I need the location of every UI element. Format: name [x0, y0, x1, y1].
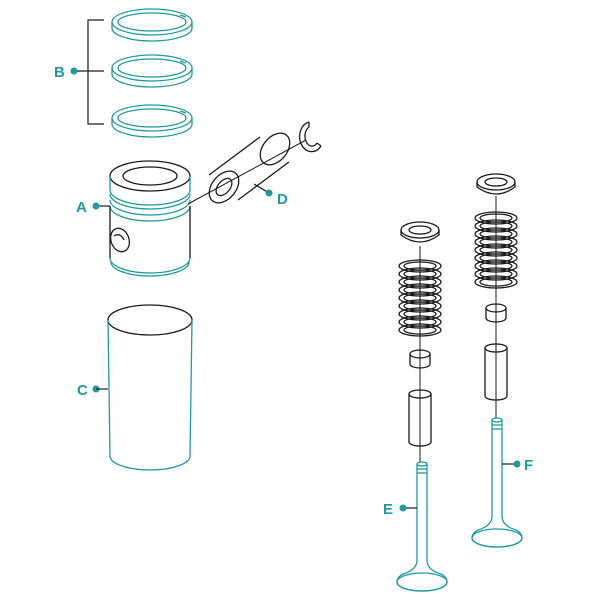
piston-ring-top	[111, 8, 193, 42]
label-b: B	[54, 64, 65, 81]
valve-spring-f	[474, 211, 518, 289]
spring-coil	[398, 299, 442, 313]
label-f: F	[524, 457, 533, 474]
spring-coil	[474, 267, 518, 281]
label-e: E	[383, 501, 393, 518]
spring-coil	[474, 219, 518, 233]
spring-coil	[398, 307, 442, 321]
spring-coil	[474, 275, 518, 289]
spring-retainer-f	[476, 173, 516, 195]
label-f-dot	[513, 460, 521, 468]
spring-coil-inner	[479, 277, 513, 287]
spring-coil	[474, 211, 518, 225]
label-a: A	[76, 199, 87, 216]
label-e-dot	[399, 504, 407, 512]
spring-coil	[398, 259, 442, 273]
valve-seal-e	[409, 349, 431, 369]
valve-assembly-e	[396, 221, 448, 592]
spring-coil	[398, 267, 442, 281]
circlip	[299, 121, 322, 153]
piston	[109, 160, 191, 277]
valve-spring-e	[398, 259, 442, 337]
pin-axis-line	[187, 139, 307, 205]
spring-coil-inner	[403, 325, 437, 335]
label-b-bracket	[74, 19, 104, 125]
spring-coil	[398, 291, 442, 305]
cylinder-liner	[107, 304, 193, 471]
valve-seal-f	[485, 303, 507, 323]
spring-coil	[398, 283, 442, 297]
spring-coil	[474, 243, 518, 257]
piston-ring-bottom	[111, 104, 193, 138]
spring-coil	[474, 227, 518, 241]
piston-rings	[111, 8, 193, 138]
valve-e	[396, 461, 448, 592]
label-a-dot	[92, 202, 100, 210]
valve-guide-e	[408, 389, 432, 447]
label-d-dot	[265, 189, 273, 197]
spring-retainer-e	[400, 221, 440, 243]
label-d: D	[277, 191, 288, 208]
spring-coil	[474, 235, 518, 249]
valve-assembly-f	[471, 173, 523, 548]
spring-coil	[398, 315, 442, 329]
spring-coil	[474, 251, 518, 265]
piston-pin	[208, 132, 291, 204]
label-b-dot	[70, 67, 78, 75]
spring-coil	[398, 275, 442, 289]
valve-guide-f	[484, 343, 508, 401]
spring-coil	[398, 323, 442, 337]
valve-f	[471, 417, 523, 548]
label-c: C	[77, 382, 88, 399]
spring-coil	[474, 259, 518, 273]
piston-ring-middle	[111, 54, 193, 88]
